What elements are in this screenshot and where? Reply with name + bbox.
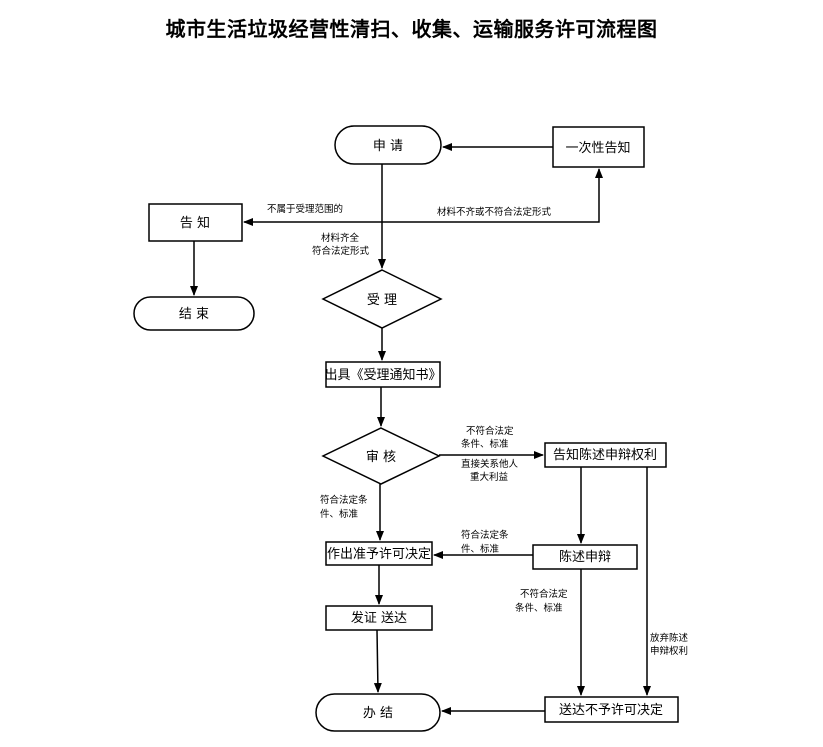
- node-notice-once-label: 一次性告知: [565, 140, 630, 156]
- node-finish-label: 办 结: [363, 706, 393, 721]
- node-notify-rights: 告知陈述申辩权利: [544, 442, 667, 468]
- node-notify-rights-label: 告知陈述申辩权利: [553, 447, 657, 463]
- node-approve-decision: 作出准予许可决定: [325, 541, 433, 566]
- arrow-cert-to-finish: [373, 629, 382, 693]
- node-issue-notice: 出具《受理通知书》: [324, 361, 442, 388]
- label-waive-2: 申辩权利: [650, 645, 688, 657]
- node-inform-label: 告 知: [180, 215, 210, 231]
- node-approve-decision-label: 作出准予许可决定: [327, 547, 431, 562]
- label-defense-pass-1: 符合法定条: [461, 529, 509, 541]
- label-review-pass-1: 符合法定条: [320, 494, 368, 506]
- label-complete-1: 材料齐全: [321, 232, 360, 244]
- label-not-in-scope: 不属于受理范围的: [267, 203, 343, 215]
- node-issue-cert-label: 发证 送达: [351, 610, 407, 626]
- node-issue-cert: 发证 送达: [325, 605, 433, 631]
- branch-line-incomplete: [382, 168, 603, 223]
- node-review-label: 审 核: [366, 450, 396, 465]
- node-deny-decision: 送达不予许可决定: [544, 696, 679, 723]
- label-incomplete: 材料不齐或不符合法定形式: [437, 206, 552, 218]
- node-finish: 办 结: [315, 693, 441, 732]
- label-review-fail-2: 条件、标准: [461, 438, 509, 450]
- node-defense: 陈述申辩: [532, 544, 638, 570]
- label-complete-2: 符合法定形式: [312, 245, 370, 257]
- label-waive-1: 放弃陈述: [650, 632, 689, 644]
- node-end-label: 结 束: [179, 307, 209, 322]
- node-defense-label: 陈述申辩: [559, 549, 611, 565]
- node-issue-notice-label: 出具《受理通知书》: [324, 367, 441, 383]
- node-notice-once: 一次性告知: [552, 126, 645, 168]
- label-review-pass-2: 件、标准: [320, 508, 359, 520]
- node-accept-label: 受 理: [367, 293, 397, 308]
- label-defense-fail-2: 条件、标准: [515, 602, 563, 614]
- label-third-party-2: 重大利益: [470, 471, 509, 483]
- label-review-fail-1: 不符合法定: [466, 425, 514, 437]
- label-defense-fail-1: 不符合法定: [520, 588, 568, 600]
- node-review: 审 核: [321, 427, 441, 485]
- node-apply: 申 请: [334, 125, 442, 165]
- node-deny-decision-label: 送达不予许可决定: [559, 703, 663, 718]
- label-third-party-1: 直接关系他人: [461, 458, 519, 470]
- node-apply-label: 申 请: [373, 139, 403, 154]
- node-end: 结 束: [133, 296, 255, 331]
- label-defense-pass-2: 件、标准: [461, 543, 500, 555]
- node-inform: 告 知: [148, 203, 243, 242]
- node-accept: 受 理: [321, 269, 443, 329]
- page-title: 城市生活垃圾经营性清扫、收集、运输服务许可流程图: [165, 17, 658, 41]
